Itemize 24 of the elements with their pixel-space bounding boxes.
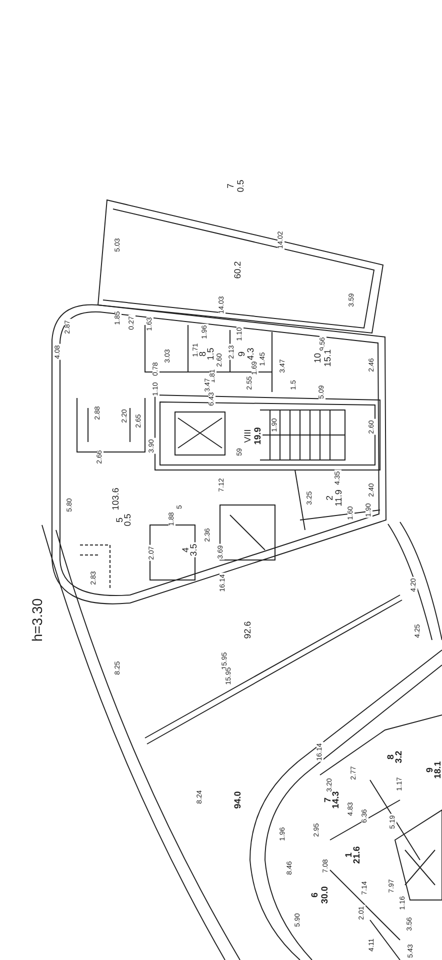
area-label: 3.5 (190, 542, 198, 558)
area-label: 103.6 (112, 486, 120, 512)
area-label: 15.1 (324, 348, 332, 368)
area-label: 92.6 (244, 620, 252, 640)
room-number: 2 (326, 494, 334, 502)
area-label: 60.2 (234, 260, 242, 280)
room-number: 9 (238, 350, 246, 358)
area-label: 1.5 (206, 346, 216, 362)
height-label: h=3.30 (30, 597, 44, 643)
area-label: 11.9 (334, 488, 344, 508)
area-label: 30.0 (320, 885, 330, 905)
area-label: 18.1 (434, 760, 442, 780)
area-label: 0.5 (236, 178, 246, 194)
room-number: 6 (310, 892, 320, 898)
area-label: 0.5 (124, 512, 132, 528)
room-number: VIII (244, 428, 252, 444)
room-number: 10 (314, 352, 322, 364)
room-number: 7 (226, 182, 236, 190)
area-label: 94.0 (234, 790, 242, 810)
area-label: 4.3 (246, 346, 256, 362)
area-label: 3.2 (394, 750, 404, 764)
area-label: 19.9 (254, 426, 262, 446)
area-label: 14.3 (332, 790, 340, 810)
area-label: 21.6 (352, 845, 362, 865)
